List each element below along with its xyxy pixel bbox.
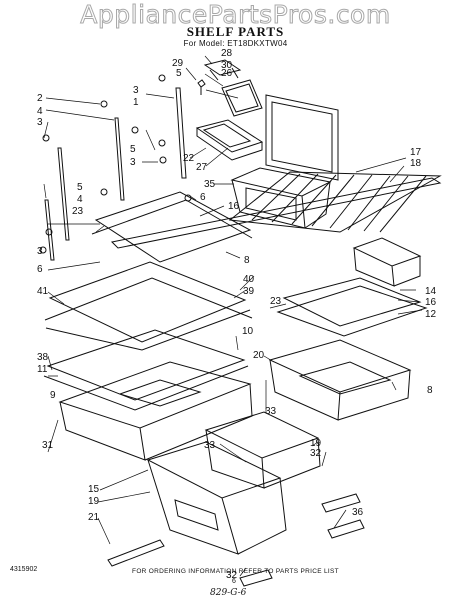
callout-3a: 3: [133, 85, 139, 96]
callout-26: 26: [221, 68, 233, 79]
leader-lines: [43, 55, 423, 577]
glass-shelf-lower: [43, 329, 249, 411]
lower-bin: [58, 361, 253, 461]
screw-29: [197, 79, 206, 95]
callout-32b: 32: [226, 570, 238, 581]
callout-27: 27: [196, 162, 208, 173]
wire-shelf: [110, 171, 442, 249]
callout-8b: 8: [427, 385, 433, 396]
glass-shelf-right: [276, 277, 428, 337]
callout-17: 17: [410, 147, 422, 158]
callout-16b: 16: [425, 297, 437, 308]
callout-9: 9: [50, 390, 56, 401]
callout-30: 30: [221, 60, 233, 71]
callout-6a: 6: [200, 192, 206, 203]
callout-1: 1: [133, 97, 139, 108]
page-title: SHELF PARTS: [186, 24, 285, 39]
callout-23a: 23: [72, 206, 84, 217]
callout-16a: 16: [228, 201, 240, 212]
crisper-cover-frame: [268, 339, 412, 421]
callout-12: 12: [425, 309, 437, 320]
callout-15: 15: [88, 484, 100, 495]
callout-5a: 5: [176, 68, 182, 79]
callout-14: 14: [425, 286, 437, 297]
callout-40: 40: [243, 274, 255, 285]
callout-21: 21: [88, 512, 100, 523]
callout-5b: 5: [130, 144, 136, 155]
shelf-clips: [39, 74, 192, 254]
callout-5c: 5: [77, 182, 83, 193]
callout-10: 10: [242, 326, 254, 337]
callout-3b: 3: [37, 117, 43, 128]
crisper-drawer-right: [204, 411, 321, 489]
callout-4b: 4: [77, 194, 83, 205]
callout-33b: 33: [204, 440, 216, 451]
callout-23b: 23: [270, 296, 282, 307]
callout-19a: 19: [310, 438, 322, 449]
ordering-note: FOR ORDERING INFORMATION REFER TO PARTS …: [132, 568, 339, 575]
page-number: 6: [232, 578, 236, 585]
callout-11: 11: [37, 364, 48, 375]
crisper-drawer-left: [146, 441, 287, 555]
document-code: 4315902: [10, 566, 38, 573]
callout-22: 22: [183, 153, 195, 164]
part-30-cover: [221, 79, 263, 117]
callout-41: 41: [37, 286, 49, 297]
callout-33a: 33: [265, 406, 277, 417]
callout-36: 36: [352, 507, 364, 518]
left-rail-assembly: [44, 87, 187, 261]
handwritten-code: 829-G-6: [210, 588, 247, 598]
egg-tray: [195, 119, 264, 161]
callout-35: 35: [204, 179, 216, 190]
callout-20: 20: [253, 350, 265, 361]
watermark: AppliancePartsPros.com: [80, 0, 391, 30]
glass-shelf-middle: [44, 261, 253, 351]
part-28-bracket: [203, 59, 242, 81]
rear-frame-assembly: [265, 94, 339, 181]
callout-31: 31: [42, 440, 54, 451]
glass-shelf-upper: [91, 191, 253, 263]
callout-32a: 32: [310, 448, 322, 459]
utility-bin: [352, 237, 422, 287]
model-line: For Model: ET18DKXTW04: [183, 39, 288, 48]
callout-numbers: 29 28 30 26 5 3 1 2 4 3 5 3 22 27 35 17 …: [37, 48, 437, 581]
callout-18: 18: [410, 158, 422, 169]
callout-39: 39: [243, 286, 255, 297]
callout-8a: 8: [244, 255, 250, 266]
callout-4a: 4: [37, 106, 43, 117]
trim-strips: [107, 493, 365, 587]
callout-29: 29: [172, 58, 184, 69]
callout-19b: 19: [88, 496, 100, 507]
callout-38: 38: [37, 352, 49, 363]
callout-28: 28: [221, 48, 233, 59]
callout-2: 2: [37, 93, 43, 104]
callout-3d: 3: [37, 246, 43, 257]
callout-3c: 3: [130, 157, 136, 168]
callout-6b: 6: [37, 264, 43, 275]
